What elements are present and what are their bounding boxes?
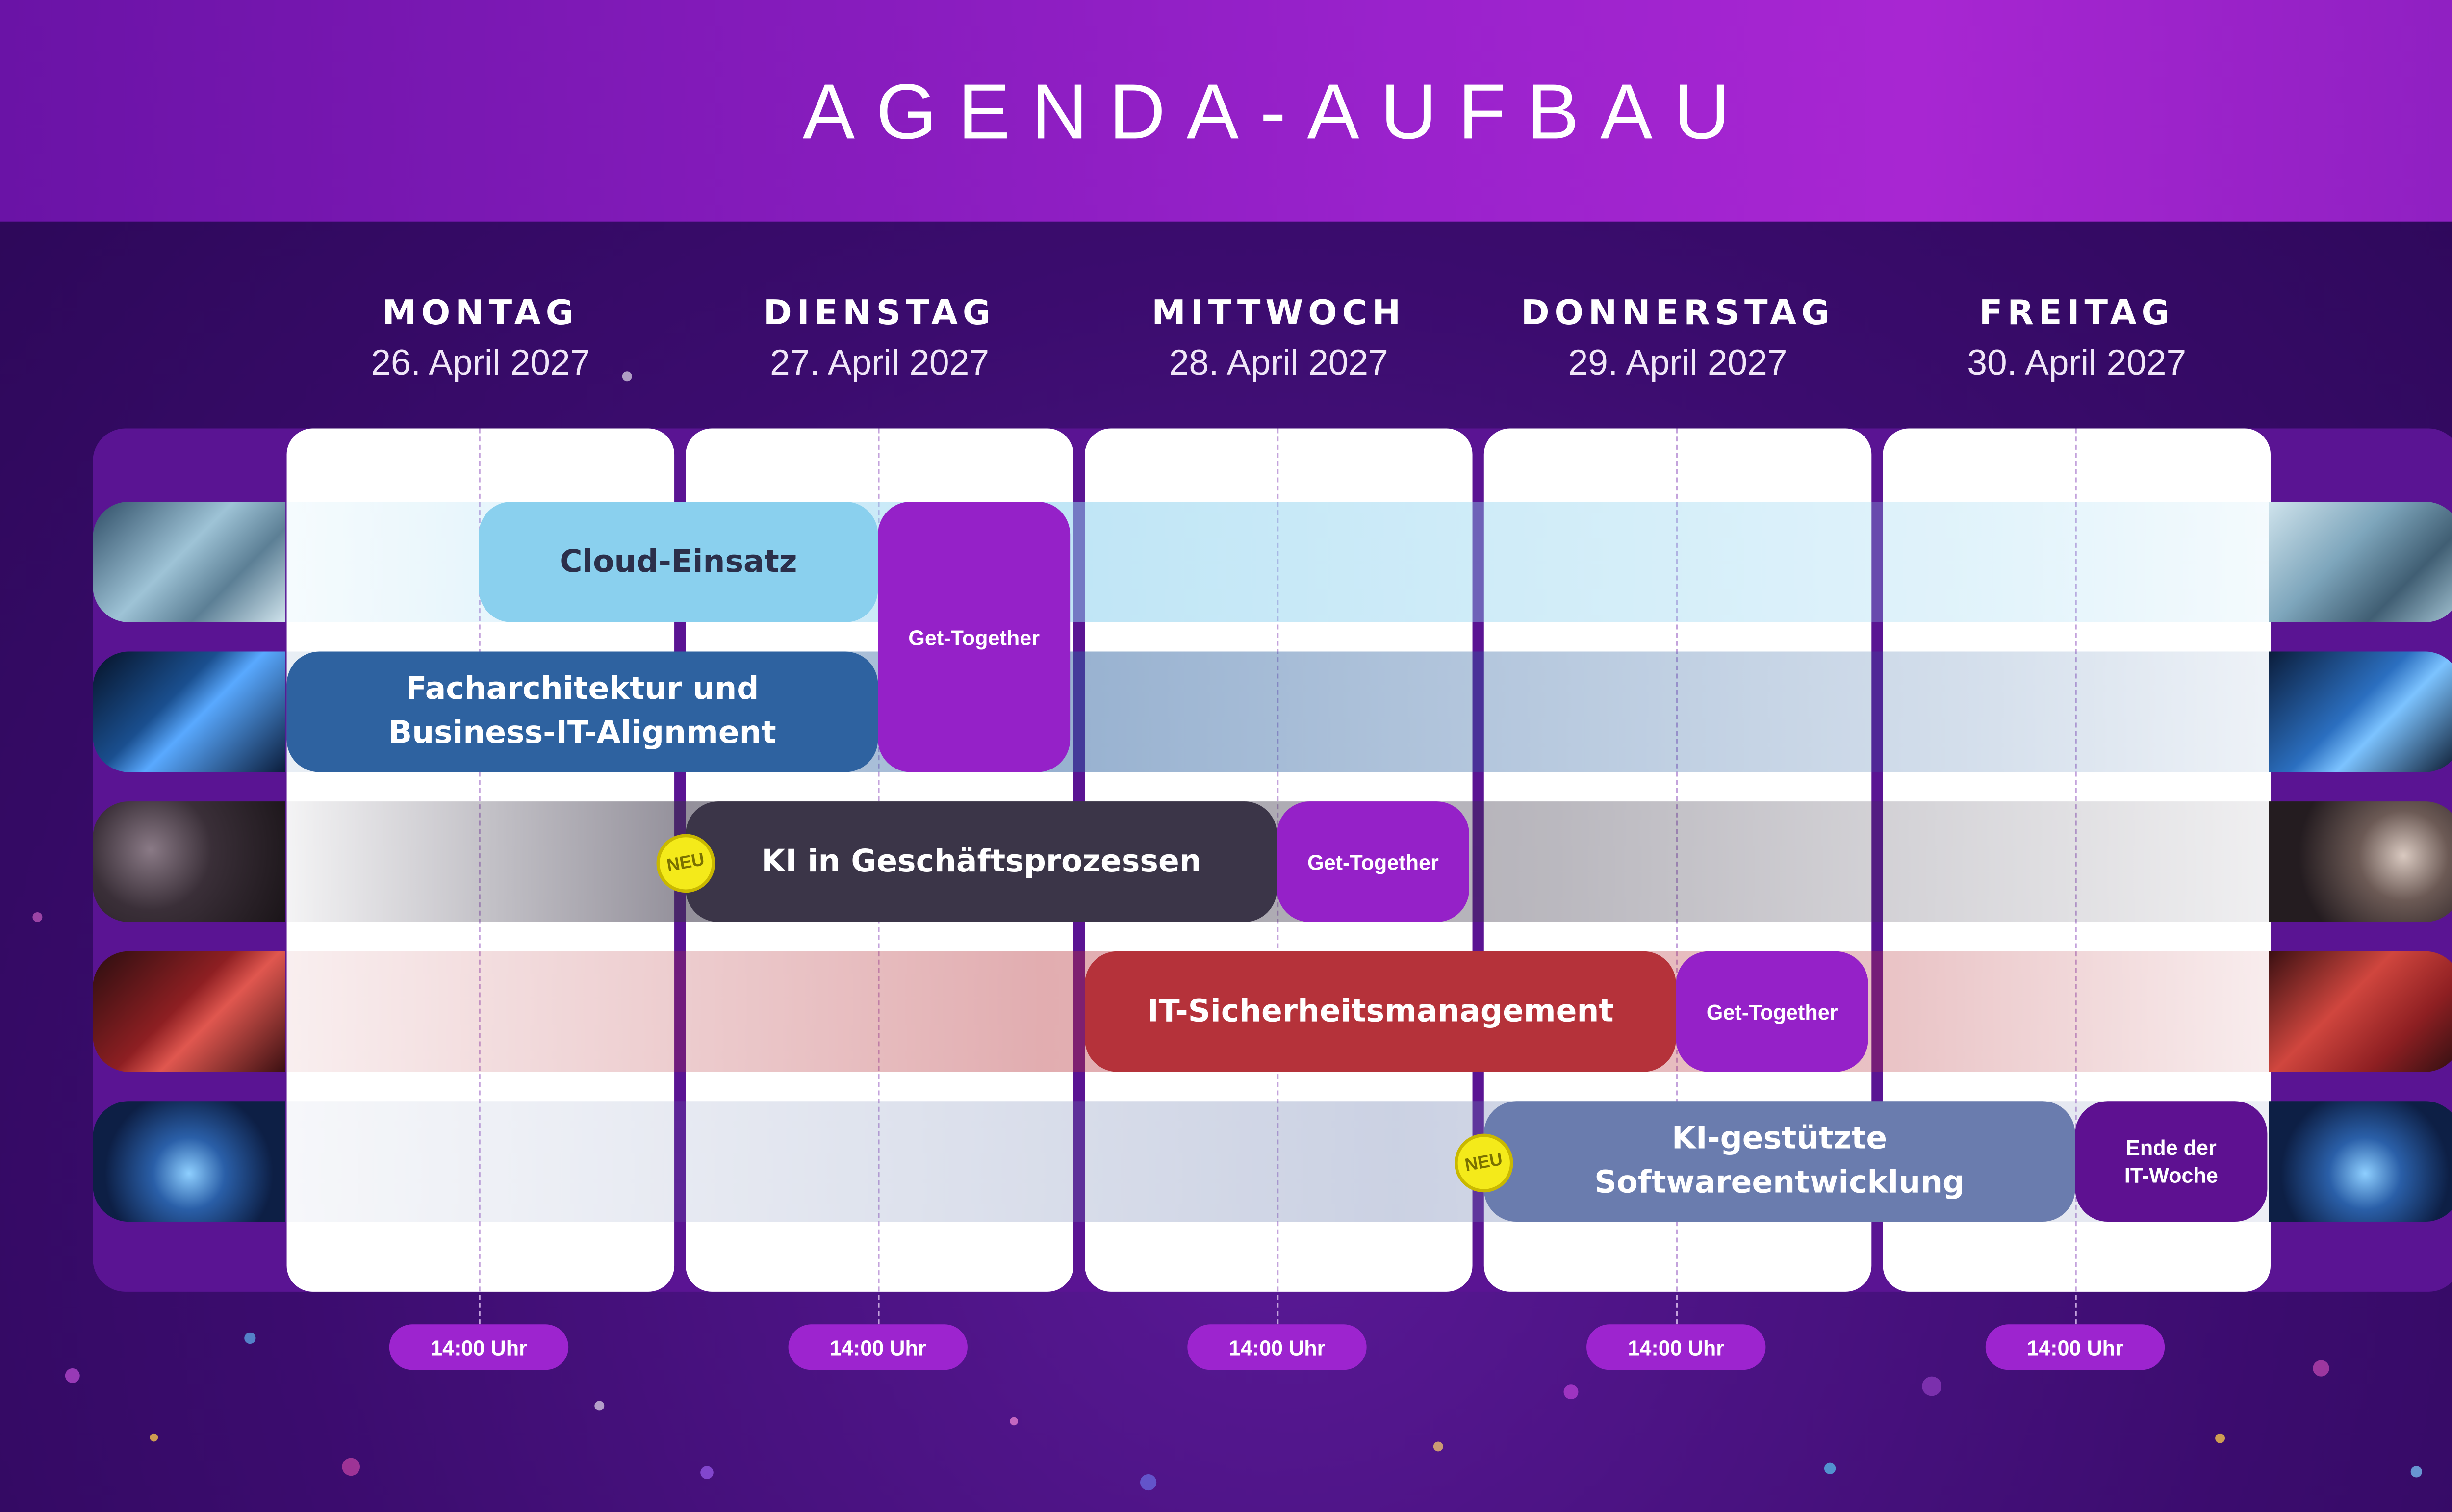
time-marker: 14:00 Uhr [1586, 1324, 1766, 1370]
day-heading-monday: MONTAG 26. April 2027 [287, 287, 674, 388]
particles-image [93, 801, 285, 922]
track-label-line: Softwareentwicklung [1594, 1164, 1965, 1201]
cloud-image [2269, 501, 2452, 622]
get-together-label: Get-Together [1706, 999, 1838, 1024]
get-together-wednesday: Get-Together [1277, 801, 1469, 922]
time-marker: 14:00 Uhr [1187, 1324, 1367, 1370]
title-banner [0, 0, 2452, 222]
time-marker: 14:00 Uhr [389, 1324, 569, 1370]
day-name: DONNERSTAG [1521, 293, 1835, 333]
tech-image [2269, 1101, 2452, 1222]
badge-label: NEU [665, 850, 706, 876]
time-marker: 14:00 Uhr [788, 1324, 968, 1370]
day-name: FREITAG [1979, 293, 2174, 333]
day-date: 27. April 2027 [770, 342, 989, 383]
badge-label: NEU [1463, 1150, 1505, 1176]
cloud-image [93, 501, 285, 622]
get-together-tuesday: Get-Together [878, 501, 1071, 772]
track-bar-ki-business: KI in Geschäftsprozessen [686, 801, 1277, 922]
track-bar-security: IT-Sicherheitsmanagement [1085, 951, 1676, 1072]
day-date: 29. April 2027 [1568, 342, 1788, 383]
day-name: MONTAG [382, 293, 579, 333]
tech-image [93, 1101, 285, 1222]
track-label: KI in Geschäftsprozessen [761, 843, 1201, 879]
end-label-line: IT-Woche [2124, 1163, 2218, 1188]
track-label: Cloud-Einsatz [560, 543, 797, 579]
day-heading-wednesday: MITTWOCH 28. April 2027 [1085, 287, 1472, 388]
track-lane-cloud [93, 501, 2452, 622]
lock-chip-image [93, 951, 285, 1072]
server-image [2269, 651, 2452, 772]
day-date: 30. April 2027 [1967, 342, 2187, 383]
track-label: IT-Sicherheitsmanagement [1147, 993, 1614, 1029]
track-label-line: KI-gestützte [1672, 1121, 1888, 1157]
end-of-week-box: Ende der IT-Woche [2075, 1101, 2268, 1222]
get-together-label: Get-Together [908, 624, 1040, 649]
track-bar-cloud: Cloud-Einsatz [479, 501, 878, 622]
track-bar-ki-software: KI-gestützte Softwareentwicklung [1483, 1101, 2075, 1222]
day-heading-thursday: DONNERSTAG 29. April 2027 [1484, 287, 1871, 388]
face-image [2269, 801, 2452, 922]
server-image [93, 651, 285, 772]
day-name: MITTWOCH [1151, 293, 1406, 333]
get-together-label: Get-Together [1307, 849, 1439, 874]
time-marker: 14:00 Uhr [1985, 1324, 2165, 1370]
day-date: 28. April 2027 [1169, 342, 1388, 383]
track-bar-architecture: Facharchitektur und Business-IT-Alignmen… [286, 651, 878, 772]
end-label-line: Ende der [2126, 1135, 2217, 1160]
get-together-thursday: Get-Together [1676, 951, 1868, 1072]
day-heading-friday: FREITAG 30. April 2027 [1883, 287, 2271, 388]
day-heading-tuesday: DIENSTAG 27. April 2027 [686, 287, 1073, 388]
day-date: 26. April 2027 [371, 342, 590, 383]
lock-chip-image [2269, 951, 2452, 1072]
track-label-line: Business-IT-Alignment [388, 715, 776, 751]
day-name: DIENSTAG [763, 293, 996, 333]
page-title: AGENDA-AUFBAU [802, 70, 1752, 156]
track-label-line: Facharchitektur und [406, 671, 759, 707]
